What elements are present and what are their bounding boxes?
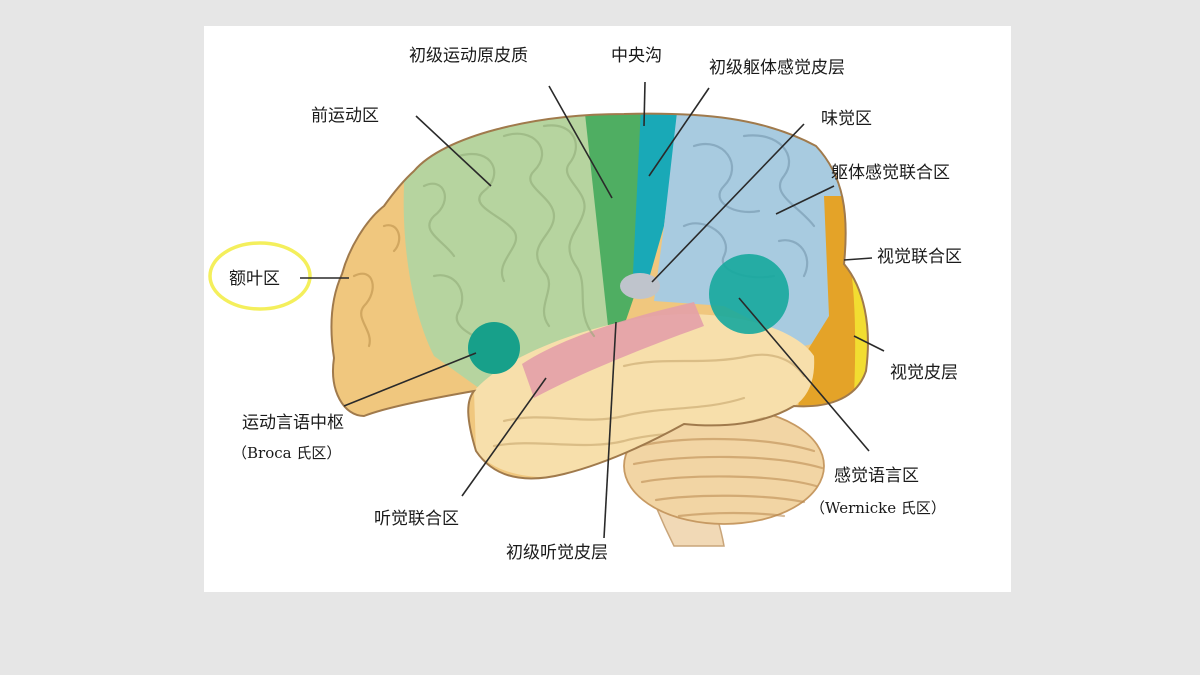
label-central-sulcus: 中央沟 [611, 46, 662, 66]
labels: 初级运动原皮质 中央沟 初级躯体感觉皮层 前运动区 味觉区 躯体感觉联合区 额叶… [229, 46, 962, 563]
label-primary-somatosensory-cortex: 初级躯体感觉皮层 [709, 58, 845, 78]
label-gustatory-area: 味觉区 [821, 109, 872, 129]
wernicke-area [709, 254, 789, 334]
label-auditory-association-area: 听觉联合区 [374, 509, 459, 529]
premotor-region [403, 113, 614, 406]
primary-motor-region [582, 113, 644, 326]
broca-area [468, 322, 520, 374]
label-broca-line2: （Broca 氏区） [232, 444, 341, 462]
auditory-region [522, 302, 704, 398]
visual-cortex-region [849, 256, 868, 406]
diagram-slide: 初级运动原皮质 中央沟 初级躯体感觉皮层 前运动区 味觉区 躯体感觉联合区 额叶… [204, 26, 1011, 592]
primary-somatosensory-region [632, 113, 682, 296]
label-primary-auditory-cortex: 初级听觉皮层 [506, 543, 608, 563]
label-wernicke-line1: 感觉语言区 [834, 466, 919, 486]
label-premotor-area: 前运动区 [311, 106, 379, 126]
brain-diagram: 初级运动原皮质 中央沟 初级躯体感觉皮层 前运动区 味觉区 躯体感觉联合区 额叶… [208, 46, 962, 563]
label-somatosensory-association-area: 躯体感觉联合区 [831, 163, 950, 183]
visual-association-region [796, 196, 868, 426]
label-primary-motor-cortex: 初级运动原皮质 [409, 46, 528, 66]
label-visual-association-area: 视觉联合区 [877, 247, 962, 267]
leader-lines [300, 81, 885, 539]
label-frontal-area: 额叶区 [229, 269, 280, 289]
label-broca-line1: 运动言语中枢 [242, 413, 344, 433]
gustatory-area [620, 273, 660, 299]
cerebellum [623, 407, 825, 525]
cerebrum-outline [330, 112, 869, 480]
somatosensory-association-region [654, 113, 844, 346]
label-visual-cortex: 视觉皮层 [890, 363, 958, 383]
gyri-texture [352, 124, 816, 448]
highlight-circle [208, 241, 312, 311]
label-wernicke-line2: （Wernicke 氏区） [810, 499, 946, 517]
